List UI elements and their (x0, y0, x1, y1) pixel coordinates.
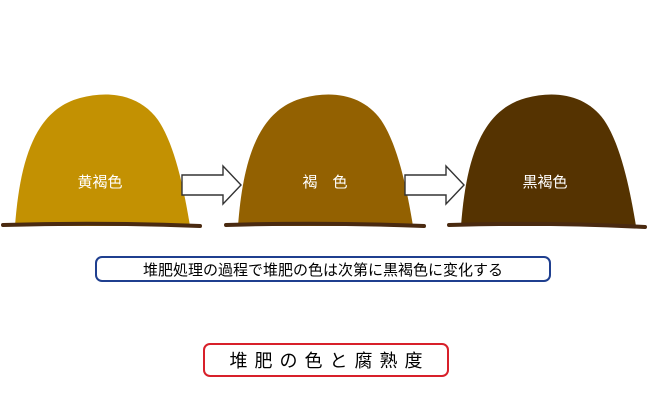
pile-shape (15, 94, 190, 226)
title-box: 堆肥の色と腐熟度 (203, 343, 449, 377)
ground-line (224, 221, 426, 228)
ground-line (447, 221, 647, 229)
compost-pile-black-brown: 黒褐色 (447, 94, 647, 229)
pile-shape (238, 94, 413, 226)
caption-text: 堆肥処理の過程で堆肥の色は次第に黒褐色に変化する (142, 260, 503, 279)
right-arrow-icon (181, 164, 242, 206)
pile-label: 黒褐色 (522, 173, 567, 191)
compost-pile-brown: 褐 色 (224, 94, 426, 228)
pile-shape (461, 94, 636, 226)
caption-box: 堆肥処理の過程で堆肥の色は次第に黒褐色に変化する (95, 256, 551, 282)
pile-label: 褐 色 (302, 173, 347, 191)
diagram-title: 堆肥の色と腐熟度 (229, 351, 430, 372)
compost-pile-yellow-brown: 黄褐色 (1, 94, 202, 228)
right-arrow-icon (404, 164, 465, 206)
pile-label: 黄褐色 (77, 173, 122, 191)
ground-line (1, 221, 202, 228)
